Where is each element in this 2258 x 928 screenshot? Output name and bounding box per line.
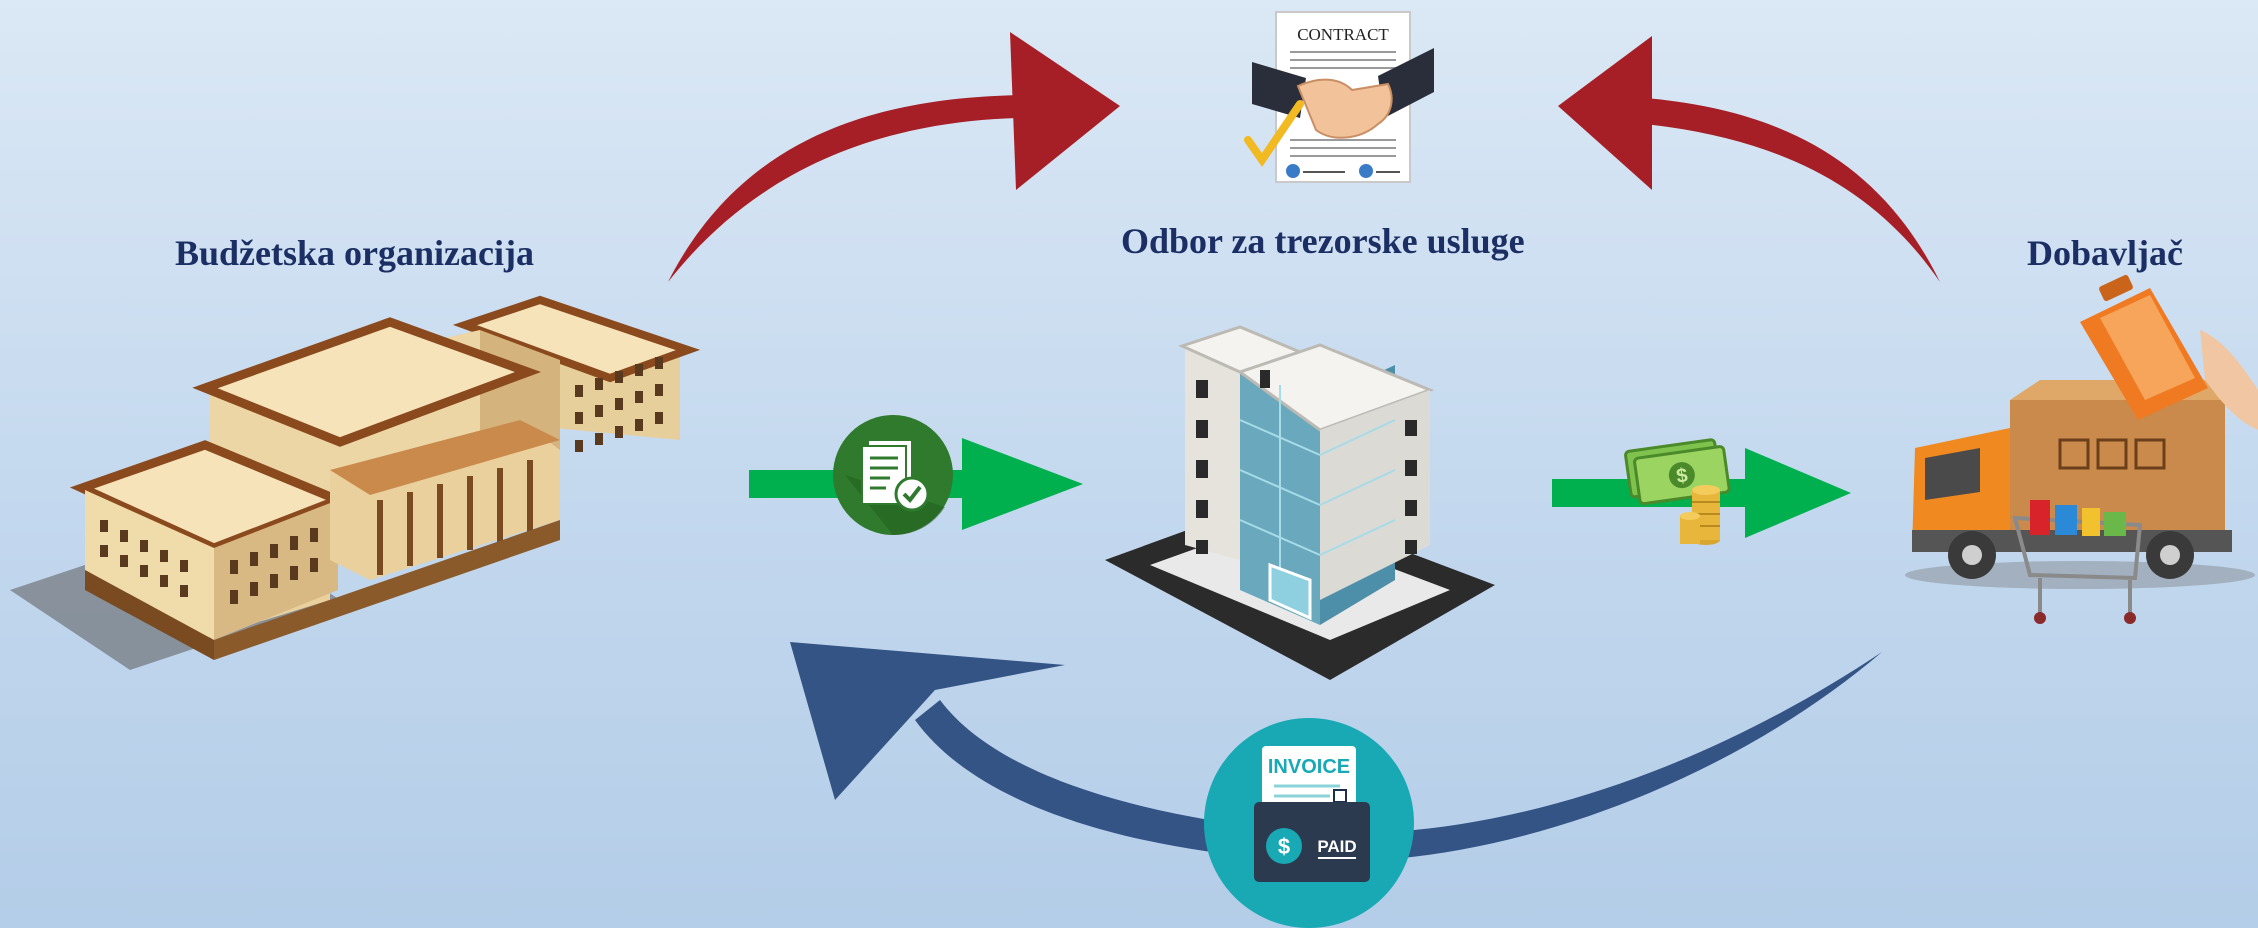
- contract-handshake-icon: CONTRACT: [1244, 11, 1434, 183]
- shopping-cart-icon: [2012, 500, 2143, 624]
- supplier-label: Dobavljač: [2027, 233, 2183, 273]
- svg-text:CONTRACT: CONTRACT: [1297, 25, 1389, 44]
- clipboard-icon: [2080, 274, 2258, 430]
- budget-organization-building-icon: [10, 295, 701, 670]
- svg-text:$: $: [1675, 464, 1689, 487]
- blue-arrow-payment-return: [790, 642, 1882, 862]
- budget-organization-label: Budžetska organizacija: [175, 233, 534, 273]
- treasury-board-label: Odbor za trezorske usluge: [1121, 221, 1525, 261]
- money-icon: $: [1624, 438, 1731, 545]
- svg-text:INVOICE: INVOICE: [1268, 756, 1350, 778]
- svg-text:PAID: PAID: [1317, 837, 1356, 856]
- document-check-icon: [833, 415, 953, 536]
- supplier-delivery-truck-icon: [1905, 274, 2258, 624]
- red-arrow-right-to-contract: [1558, 36, 1940, 282]
- svg-text:$: $: [1278, 834, 1290, 859]
- red-arrow-left-to-contract: [668, 32, 1120, 282]
- invoice-paid-icon: INVOICE $ PAID: [1204, 718, 1414, 928]
- treasury-office-building-icon: [1105, 325, 1495, 680]
